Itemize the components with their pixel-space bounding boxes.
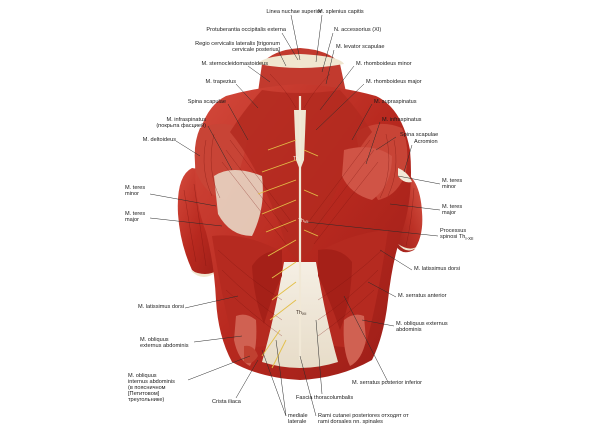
label-m-obliquus-ext-right-2: abdominis	[396, 327, 422, 333]
label-fascia-thoracolumbalis: Fascia thoracolumbalis	[296, 395, 354, 401]
th1-text: Th	[293, 156, 299, 162]
label-protuberantia: Protuberantia occipitalis externa	[206, 27, 286, 33]
label-m-teres-major-right-2: major	[442, 210, 456, 216]
label-m-teres-minor-right-2: minor	[442, 184, 456, 190]
label-m-infraspinatus-left-1: M. infraspinatus	[166, 117, 206, 123]
label-m-latissimus-dorsi-left: M. latissimus dorsi	[137, 304, 184, 310]
label-m-splenius-capitis: M. splenius capitis	[318, 9, 364, 15]
label-mediale: mediale	[288, 413, 308, 419]
label-m-obliquus-int-4: [Петитовом]	[128, 391, 160, 397]
serratus-post-inf-right	[318, 249, 352, 330]
th1-sub: I	[298, 158, 300, 163]
neck-cut-surface	[258, 54, 344, 68]
label-m-obliquus-int-5: треугольнике)	[128, 397, 165, 403]
label-processus-spinosi-2: spinosi ThI-XII	[440, 234, 474, 241]
label-linea-nuchae-superior: Linea nuchae superior	[266, 9, 322, 15]
label-m-sternocleidomastoideus: M. sternocleidomastoideus	[201, 61, 268, 67]
label-spina-scapulae-right: Spina scapulae	[400, 132, 439, 138]
label-m-latissimus-dorsi-right: M. latissimus dorsi	[414, 266, 461, 272]
label-laterale: laterale	[288, 419, 307, 425]
th12-text: Th	[296, 310, 302, 316]
label-m-obliquus-ext-left-2: externus abdominis	[140, 343, 189, 349]
label-m-teres-major-right-1: M. teres	[442, 204, 463, 210]
label-m-infraspinatus-right: M. infraspinatus	[382, 117, 422, 123]
right-arm-cut	[398, 244, 418, 251]
label-regio-cervicalis-2: cervicale posterius]	[232, 47, 280, 53]
leader-lines	[149, 14, 441, 417]
left-arm-cut	[190, 270, 218, 277]
th7-text: Th	[298, 218, 304, 224]
cutaneous-nerves	[257, 139, 319, 369]
label-m-deltoideus: M. deltoideus	[142, 137, 176, 143]
label-rami-cutanei-1: Rami cutanei posteriores отходят от	[318, 413, 409, 419]
obliquus-ext-right	[343, 314, 366, 366]
label-m-obliquus-int-1: M. obliquus	[128, 373, 157, 379]
label-rami-cutanei-2: rami dorsales nn. spinales	[318, 419, 383, 425]
serratus-post-inf-left	[252, 250, 282, 324]
obliquus-int-left	[244, 345, 258, 364]
label-crista-iliaca: Crista iliaca	[212, 399, 241, 405]
processus-spinosi-sub: I-XII	[465, 235, 474, 241]
label-m-teres-major-left-1: M. teres	[125, 211, 146, 217]
label-spina-scapulae-left: Spina scapulae	[187, 99, 226, 105]
th7-sub: VII	[303, 220, 309, 225]
label-m-levator-scapulae: M. levator scapulae	[336, 44, 385, 50]
infraspinatus-left	[214, 170, 263, 236]
label-n-accessorius: N. accessorius (XI)	[334, 27, 382, 33]
label-m-teres-minor-left-1: M. teres	[125, 185, 146, 191]
label-m-rhomboideus-major: M. rhomboideus major	[366, 79, 422, 85]
label-m-serratus-anterior: M. serratus anterior	[398, 293, 447, 299]
label-m-rhomboideus-minor: M. rhomboideus minor	[356, 61, 412, 67]
th12-sub: XII	[301, 312, 307, 317]
acromion-right	[398, 168, 412, 183]
label-m-trapezius: M. trapezius	[205, 79, 236, 85]
label-m-obliquus-ext-left-1: M. obliquus	[140, 337, 169, 343]
label-processus-spinosi-1: Processus	[440, 228, 467, 234]
label-m-infraspinatus-left-2: (покрыта фасцией)	[156, 123, 206, 129]
label-m-teres-minor-right-1: M. teres	[442, 178, 463, 184]
label-m-supraspinatus: M. supraspinatus	[374, 99, 417, 105]
label-regio-cervicalis-1: Regio cervicalis lateralis [trigonum	[195, 41, 280, 47]
label-th12: ThXII	[296, 310, 307, 316]
label-m-serratus-post-inf: M. serratus posterior inferior	[352, 380, 422, 386]
processus-spinosi-text: spinosi Th	[440, 234, 466, 240]
label-m-obliquus-int-3: (в поясничном	[128, 385, 166, 391]
label-m-teres-minor-left-2: minor	[125, 191, 139, 197]
label-th1: ThI	[293, 156, 300, 162]
label-m-teres-major-left-2: major	[125, 217, 139, 223]
label-m-obliquus-int-2: internus abdominis	[128, 379, 175, 385]
label-acromion: Acromion	[414, 139, 438, 145]
label-th7: ThVII	[298, 218, 309, 224]
label-m-obliquus-ext-right-1: M. obliquus externus	[396, 321, 448, 327]
